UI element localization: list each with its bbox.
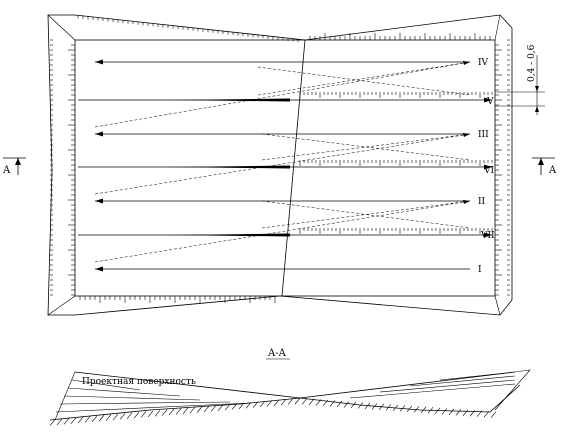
scale-ticks [50,15,510,303]
pass-label-ii: II [478,197,486,207]
section-title: A-A [267,348,287,359]
svg-text:A: A [548,165,557,176]
pass-label-vi: VI [483,166,494,176]
plan-inner-frame [74,39,496,297]
svg-text:A: A [2,165,11,176]
pass-label-v: V [486,97,494,107]
pass-lines [78,59,492,272]
plan-outline [47,14,513,316]
surface-label: Проектная поверхность [82,377,196,387]
pass-label-i: I [478,265,482,275]
pass-label-vii: VII [480,231,495,241]
section-mark-right: A [532,157,557,176]
section-mark-left: A [2,157,26,176]
pass-label-iii: III [478,130,489,140]
dashed-connectors [94,61,471,263]
pass-label-iv: IV [478,58,489,68]
cross-section [49,369,531,426]
center-divider-line [281,39,306,297]
dimension-label: 0,4 - 0,6 [527,44,537,82]
